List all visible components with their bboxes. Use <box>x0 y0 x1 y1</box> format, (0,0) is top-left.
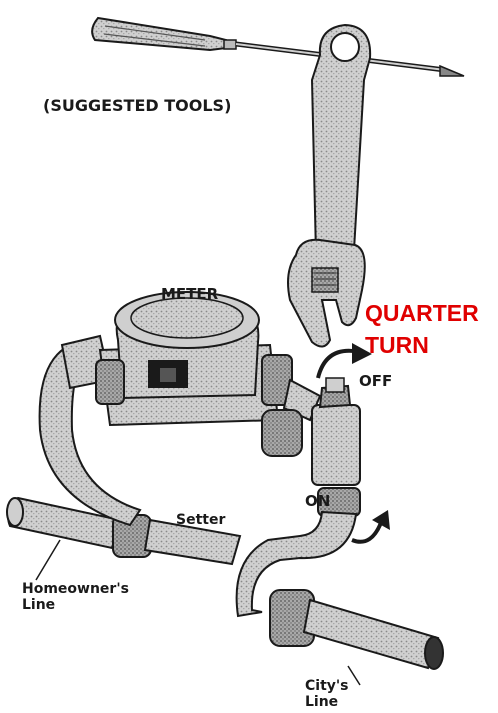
setter-label: Setter <box>176 512 225 528</box>
quarter-label: QUARTER <box>365 300 479 327</box>
turn-label: TURN <box>365 332 429 359</box>
setter-pipe <box>237 512 443 669</box>
homeowners-line-label: Homeowner's Line <box>22 581 129 613</box>
on-label: ON <box>305 492 330 510</box>
off-label: OFF <box>359 372 392 390</box>
citys-line-label: City's Line <box>305 678 349 710</box>
screwdriver-icon <box>92 18 464 76</box>
suggested-tools-label: (SUGGESTED TOOLS) <box>43 96 231 115</box>
homeowners-line-label-line2: Line <box>22 597 129 613</box>
water-meter-icon <box>96 292 292 425</box>
meter-label: METER <box>161 285 218 303</box>
adjustable-wrench-icon <box>288 25 370 347</box>
homeowners-line-label-line1: Homeowner's <box>22 581 129 597</box>
citys-line-label-line1: City's <box>305 678 349 694</box>
citys-line-label-line2: Line <box>305 694 349 710</box>
